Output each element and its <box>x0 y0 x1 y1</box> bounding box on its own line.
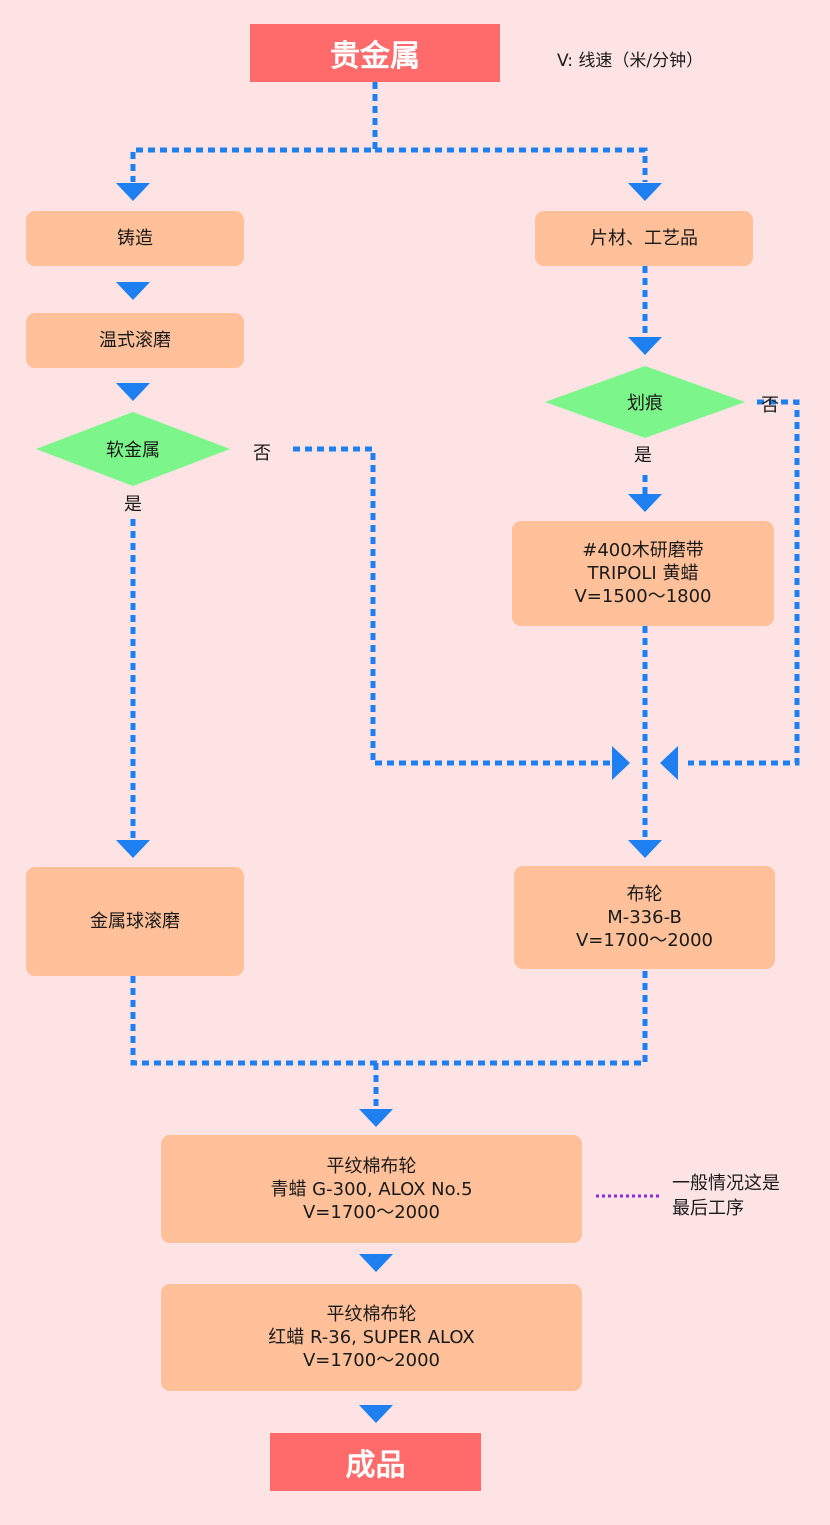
final-step-2-line-3: V=1700～2000 <box>302 1350 440 1371</box>
arrow-down-icon <box>116 383 150 401</box>
arrow-down-icon <box>628 840 662 858</box>
ball-label: 金属球滚磨 <box>90 911 180 932</box>
tumbling-label: 温式滚磨 <box>99 330 171 351</box>
arrow-down-icon <box>359 1254 393 1272</box>
soft-metal-no-label: 否 <box>253 443 271 464</box>
final-step-1-line-3: V=1700～2000 <box>302 1201 440 1223</box>
legend-text: V: 线速（米/分钟） <box>557 51 704 71</box>
final-step-note: 一般情况这是 最后工序 <box>672 1171 780 1221</box>
final-step-1-box: 平纹棉布轮 青蜡 G-300, ALOX No.5 V=1700～2000 <box>161 1135 582 1243</box>
final-step-1-line-2: 青蜡 G-300, ALOX No.5 <box>270 1178 473 1200</box>
wheel-box: 布轮 M-336-B V=1700～2000 <box>514 866 775 969</box>
title-split-line <box>130 82 648 182</box>
belt-box: #400木研磨带 TRIPOLI 黄蜡 V=1500～1800 <box>512 521 774 626</box>
final-step-2-box: 平纹棉布轮 红蜡 R-36, SUPER ALOX V=1700～2000 <box>161 1284 582 1391</box>
final-step-2-line-2: 红蜡 R-36, SUPER ALOX <box>268 1327 475 1348</box>
wheel-line-3: V=1700～2000 <box>575 930 713 951</box>
arrow-down-icon <box>628 183 662 201</box>
note-line-2: 最后工序 <box>672 1198 744 1219</box>
arrow-down-icon <box>116 183 150 201</box>
title-box: 贵金属 <box>250 24 500 82</box>
arrow-right-icon <box>612 746 630 780</box>
casting-box: 铸造 <box>26 211 244 266</box>
belt-line-1: #400木研磨带 <box>582 540 704 561</box>
tumbling-box: 温式滚磨 <box>26 313 244 368</box>
belt-line-2: TRIPOLI 黄蜡 <box>587 563 699 584</box>
arrow-down-icon <box>359 1109 393 1127</box>
scratch-label: 划痕 <box>627 393 663 414</box>
soft-metal-yes-label: 是 <box>124 494 142 515</box>
merge-line <box>130 968 648 1108</box>
arrow-left-icon <box>660 746 678 780</box>
arrow-down-icon <box>359 1405 393 1423</box>
ball-box: 金属球滚磨 <box>26 867 244 976</box>
final-step-2-line-1: 平纹棉布轮 <box>326 1304 417 1325</box>
belt-line-3: V=1500～1800 <box>574 586 712 607</box>
final-step-1-line-1: 平纹棉布轮 <box>326 1155 417 1177</box>
arrow-down-icon <box>116 282 150 300</box>
arrow-down-icon <box>116 840 150 858</box>
scratch-yes-label: 是 <box>634 445 652 466</box>
casting-label: 铸造 <box>117 228 153 249</box>
end-box: 成品 <box>270 1433 481 1491</box>
arrow-down-icon <box>628 494 662 512</box>
wheel-line-2: M-336-B <box>607 907 682 928</box>
sheet-label: 片材、工艺品 <box>590 228 698 249</box>
wheel-line-1: 布轮 <box>626 884 663 905</box>
sheet-box: 片材、工艺品 <box>535 211 753 266</box>
scratch-no-label: 否 <box>761 395 779 416</box>
soft-metal-label: 软金属 <box>106 440 160 461</box>
note-line-1: 一般情况这是 <box>672 1173 780 1194</box>
arrow-down-icon <box>628 337 662 355</box>
